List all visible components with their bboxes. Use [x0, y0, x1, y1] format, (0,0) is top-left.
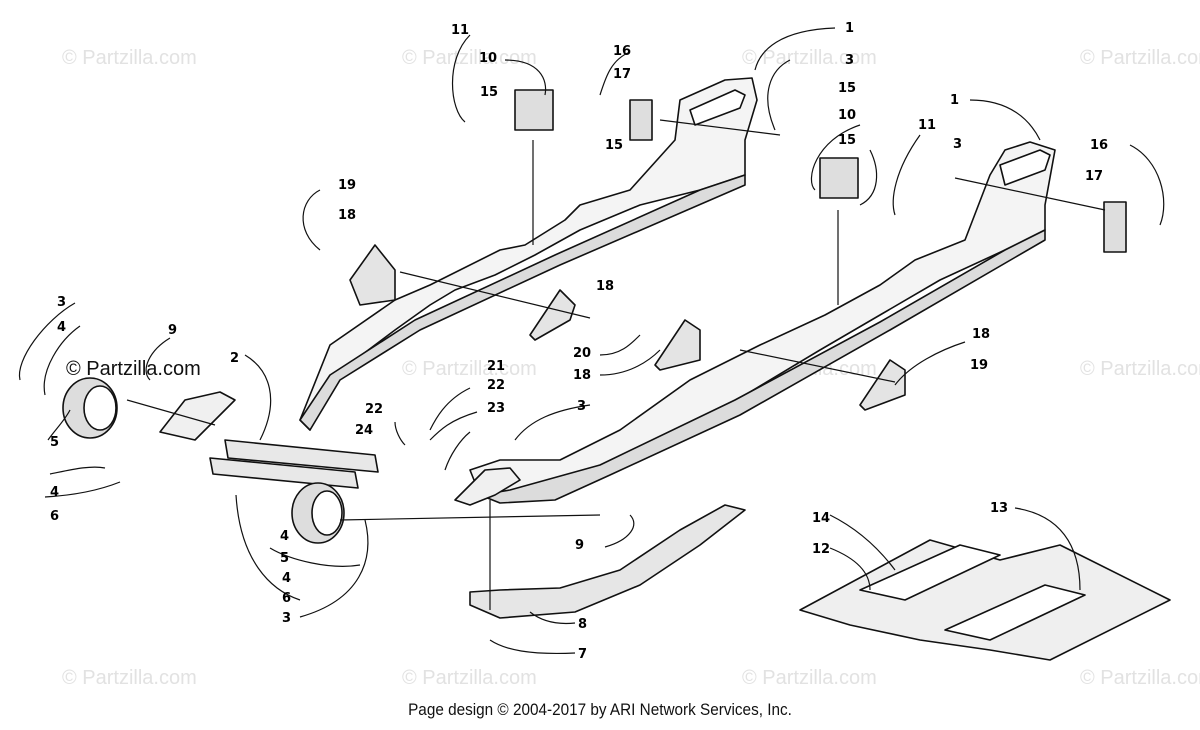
- callout-12: 12: [812, 542, 830, 557]
- callout-6: 6: [50, 509, 59, 524]
- callout-labels: 1 1 2 3 3 3 3 3 4 4 4 4 5 5 6 6 7 8 9 9 …: [50, 21, 1108, 662]
- watermark: © Partzilla.com: [402, 47, 537, 69]
- watermark-featured: © Partzilla.com: [66, 358, 201, 380]
- callout-3: 3: [577, 399, 586, 414]
- callout-9: 9: [168, 323, 177, 338]
- front-bogie-brackets: [159, 391, 521, 506]
- callout-15: 15: [838, 133, 856, 148]
- callout-11: 11: [918, 118, 936, 133]
- watermark: © Partzilla.com: [1080, 667, 1200, 689]
- watermarks: © Partzilla.com © Partzilla.com © Partzi…: [62, 47, 1200, 689]
- callout-8: 8: [578, 617, 587, 632]
- callout-4: 4: [280, 529, 289, 544]
- callout-17: 17: [613, 67, 631, 82]
- callout-22: 22: [365, 402, 383, 417]
- watermark: © Partzilla.com: [402, 667, 537, 689]
- watermark: © Partzilla.com: [1080, 358, 1200, 380]
- callout-10: 10: [838, 108, 856, 123]
- callout-1: 1: [845, 21, 854, 36]
- watermark: © Partzilla.com: [1080, 47, 1200, 69]
- watermark: © Partzilla.com: [62, 667, 197, 689]
- callout-3: 3: [57, 295, 66, 310]
- callout-4: 4: [282, 571, 291, 586]
- callout-11: 11: [451, 23, 469, 38]
- callout-7: 7: [578, 647, 587, 662]
- callout-24: 24: [355, 423, 373, 438]
- callout-19: 19: [970, 358, 988, 373]
- callout-18: 18: [573, 368, 591, 383]
- track-section: [799, 539, 1171, 661]
- limiter-blocks: [514, 89, 1127, 253]
- callout-22: 22: [487, 378, 505, 393]
- callout-leaders: [18, 27, 1165, 654]
- callout-4: 4: [57, 320, 66, 335]
- callout-21: 21: [487, 359, 505, 374]
- callout-9: 9: [575, 538, 584, 553]
- idler-wheels: [62, 377, 345, 544]
- callout-20: 20: [573, 346, 591, 361]
- callout-18: 18: [338, 208, 356, 223]
- callout-2: 2: [230, 351, 239, 366]
- callout-18: 18: [972, 327, 990, 342]
- callout-15: 15: [605, 138, 623, 153]
- callout-3: 3: [953, 137, 962, 152]
- callout-1: 1: [950, 93, 959, 108]
- watermark: © Partzilla.com: [742, 47, 877, 69]
- callout-3: 3: [282, 611, 291, 626]
- callout-4: 4: [50, 485, 59, 500]
- callout-13: 13: [990, 501, 1008, 516]
- callout-18: 18: [596, 279, 614, 294]
- cross-shaft: [209, 439, 379, 489]
- gusset-plates: [349, 244, 906, 411]
- callout-23: 23: [487, 401, 505, 416]
- callout-19: 19: [338, 178, 356, 193]
- right-slide-rail: [469, 141, 1056, 504]
- callout-15: 15: [480, 85, 498, 100]
- callout-5: 5: [50, 435, 59, 450]
- wear-strip: [469, 504, 746, 619]
- callout-5: 5: [280, 551, 289, 566]
- callout-15: 15: [838, 81, 856, 96]
- callout-3: 3: [845, 53, 854, 68]
- callout-6: 6: [282, 591, 291, 606]
- callout-17: 17: [1085, 169, 1103, 184]
- assembly-lines: [126, 119, 1106, 610]
- callout-16: 16: [1090, 138, 1108, 153]
- watermark: © Partzilla.com: [742, 667, 877, 689]
- callout-10: 10: [479, 51, 497, 66]
- watermark: © Partzilla.com: [62, 47, 197, 69]
- callout-16: 16: [613, 44, 631, 59]
- watermark: © Partzilla.com: [402, 358, 537, 380]
- page-footer: Page design © 2004-2017 by ARI Network S…: [408, 700, 792, 719]
- left-slide-rail: [299, 77, 758, 431]
- callout-14: 14: [812, 511, 830, 526]
